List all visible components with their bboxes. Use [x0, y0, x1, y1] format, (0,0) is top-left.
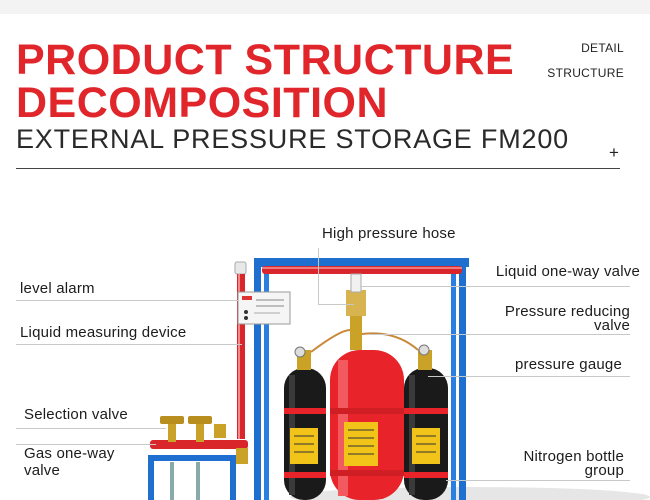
selection-valve-assembly	[150, 416, 248, 464]
pressure-gauges	[294, 329, 430, 358]
header-divider	[16, 168, 620, 169]
leader-level-alarm	[16, 300, 238, 301]
leader-pressure-gauge	[428, 376, 630, 377]
leader-gas-one-way	[16, 444, 156, 445]
structure-label: STRUCTURE	[547, 66, 624, 80]
callout-nitrogen-bottle-line-1: Nitrogen bottle	[523, 448, 624, 465]
callout-selection-valve: Selection valve	[24, 406, 128, 423]
callout-liquid-one-way-valve: Liquid one-way valve	[495, 263, 640, 280]
top-manifold-pipe	[262, 266, 462, 274]
leader-liquid-measuring	[16, 344, 242, 345]
nitrogen-cylinder-right	[404, 350, 448, 500]
leader-hose-vertical	[318, 248, 319, 304]
page-title-line-2: DECOMPOSITION	[16, 79, 389, 127]
leader-nitrogen-bottle	[446, 480, 630, 481]
level-pipe	[234, 261, 247, 439]
callout-nitrogen-bottle-line-2: group	[584, 462, 624, 479]
page-subtitle: EXTERNAL PRESSURE STORAGE FM200	[16, 124, 569, 154]
callout-pressure-reducing-line-1: Pressure reducing	[504, 303, 630, 320]
page-title-line-1: PRODUCT STRUCTURE	[16, 36, 515, 84]
fm200-cylinder	[330, 273, 404, 500]
callout-pressure-reducing-line-2: valve	[593, 317, 630, 334]
blue-frame-rack	[254, 258, 469, 500]
callout-pressure-gauge: pressure gauge	[514, 356, 622, 373]
callout-gas-one-way-line-1: Gas one-way	[24, 445, 115, 462]
left-blue-frame	[148, 455, 236, 500]
level-alarm-box	[237, 291, 291, 325]
leader-hose-horizontal	[318, 304, 354, 305]
top-strip	[0, 0, 650, 14]
callout-high-pressure-hose: High pressure hose	[322, 225, 456, 242]
detail-label: DETAIL	[581, 41, 624, 55]
expand-plus-icon[interactable]: +	[609, 143, 619, 162]
callout-level-alarm: level alarm	[20, 280, 95, 297]
nitrogen-cylinder-left	[284, 350, 326, 500]
leader-pressure-reducing	[370, 334, 630, 335]
callout-gas-one-way-line-2: valve	[24, 462, 61, 479]
callout-liquid-measuring-device: Liquid measuring device	[20, 324, 187, 341]
leader-liquid-one-way	[360, 286, 630, 287]
leader-selection-valve	[16, 428, 166, 429]
